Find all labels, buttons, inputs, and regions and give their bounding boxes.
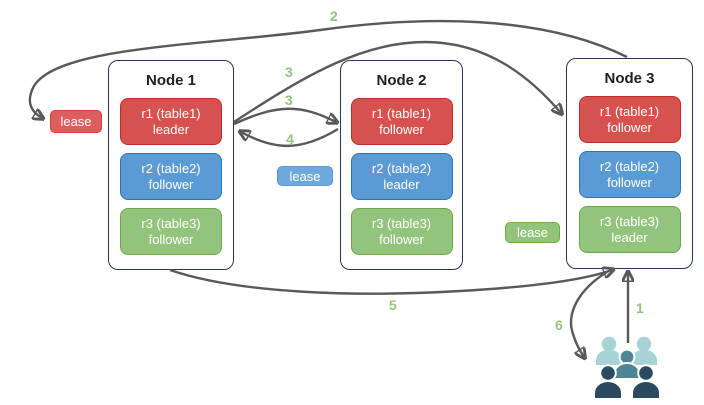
step-label-5: 5	[389, 297, 397, 313]
replica-role: follower	[148, 231, 194, 247]
lease-badge-r1: lease	[50, 110, 102, 133]
replica-role: leader	[152, 121, 190, 137]
replica-name: r1 (table1)	[599, 103, 660, 119]
node-2-card: Node 2 r1 (table1) follower r2 (table2) …	[340, 60, 463, 270]
node-2-title: Node 2	[376, 72, 427, 89]
node2-replica-r2: r2 (table2) leader	[350, 153, 453, 200]
node3-replica-r1: r1 (table1) follower	[578, 96, 681, 143]
users-group-icon	[593, 336, 661, 400]
step-label-2: 2	[330, 8, 338, 24]
step-label-3b: 3	[285, 92, 293, 108]
arrow-step3-leader-to-node2	[233, 107, 336, 126]
replica-role: follower	[607, 119, 652, 135]
arrow-step4-node2-to-leader	[241, 127, 339, 147]
replica-name: r1 (table1)	[141, 105, 201, 121]
replica-role: follower	[379, 121, 424, 137]
node3-replica-r3: r3 (table3) leader	[578, 206, 681, 253]
replica-name: r2 (table2)	[141, 160, 201, 176]
node-1-card: Node 1 r1 (table1) leader r2 (table2) fo…	[108, 60, 234, 270]
arrow-step3-leader-to-node3	[233, 40, 561, 124]
node-3-title: Node 3	[604, 70, 655, 87]
replica-name: r2 (table2)	[599, 158, 660, 174]
lease-badge-r2: lease	[277, 166, 333, 186]
replica-role: leader	[611, 229, 648, 245]
node-3-card: Node 3 r1 (table1) follower r2 (table2) …	[566, 58, 693, 269]
replica-name: r3 (table3)	[371, 215, 432, 231]
node1-replica-r2: r2 (table2) follower	[120, 153, 222, 200]
replica-role: leader	[383, 176, 420, 192]
node3-replica-r2: r2 (table2) follower	[578, 151, 681, 198]
arrow-step6-node3-to-users	[569, 270, 608, 357]
arrow-step5-node1-to-node3	[169, 270, 612, 295]
step-label-6: 6	[555, 317, 563, 333]
lease-badge-r3: lease	[505, 222, 560, 243]
replica-role: follower	[607, 174, 652, 190]
step-label-1: 1	[636, 300, 644, 316]
arrow-step2-node3-to-lease1	[28, 19, 628, 118]
replica-name: r2 (table2)	[371, 160, 432, 176]
replica-role: follower	[148, 176, 194, 192]
replica-role: follower	[379, 231, 424, 247]
step-label-4: 4	[286, 131, 294, 147]
step-label-3a: 3	[285, 64, 293, 80]
node-1-title: Node 1	[145, 72, 196, 89]
node1-replica-r3: r3 (table3) follower	[120, 208, 222, 255]
node2-replica-r1: r1 (table1) follower	[350, 98, 453, 145]
replica-name: r3 (table3)	[599, 213, 660, 229]
replica-name: r3 (table3)	[141, 215, 201, 231]
replica-name: r1 (table1)	[371, 105, 432, 121]
node2-replica-r3: r3 (table3) follower	[350, 208, 453, 255]
node1-replica-r1: r1 (table1) leader	[120, 98, 222, 145]
